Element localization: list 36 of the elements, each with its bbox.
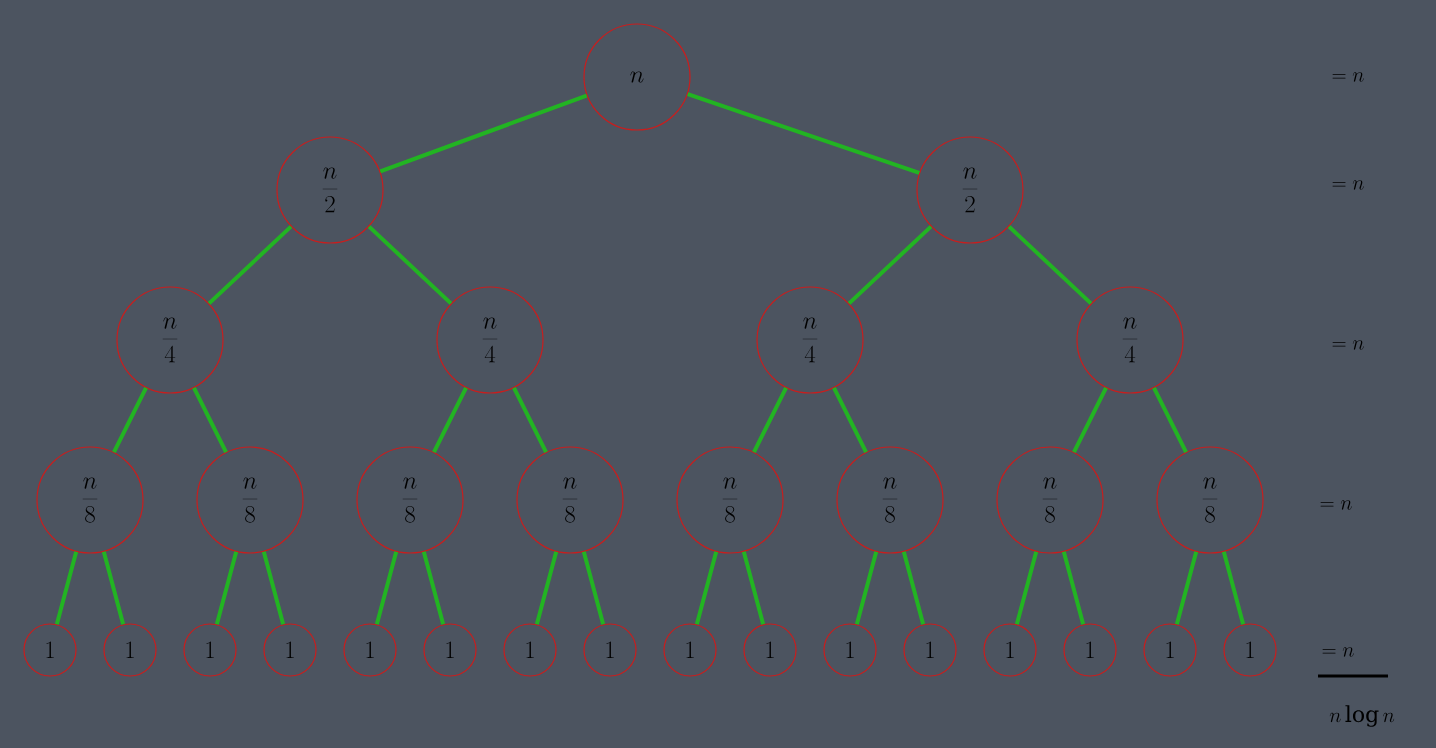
tree-edge — [854, 551, 879, 625]
tree-edge — [101, 551, 126, 625]
tree-edge — [374, 551, 399, 625]
tree-edge — [741, 551, 766, 625]
tree-edge — [847, 225, 933, 305]
tree-edge — [687, 92, 920, 175]
tree-edge — [261, 551, 286, 625]
tree-edge — [832, 387, 868, 453]
tree-edge — [752, 387, 788, 453]
tree-edge — [581, 551, 606, 625]
tree-edge — [1061, 551, 1086, 625]
tree-edge — [54, 551, 79, 625]
level-sum-label: $= n$ — [1332, 72, 1364, 82]
tree-edge — [901, 551, 926, 625]
tree-edge — [432, 387, 468, 453]
level-sum-label: $= n$ — [1320, 500, 1352, 510]
tree-edge — [379, 93, 588, 174]
tree-edge — [1014, 551, 1039, 625]
tree-edge — [694, 551, 719, 625]
tree-edge — [192, 387, 228, 453]
tree-edge — [367, 225, 453, 305]
level-sum-label: $n \log n$ — [1329, 705, 1395, 727]
tree-edge — [1007, 225, 1093, 305]
tree-edge — [1174, 551, 1199, 625]
tree-edge — [1072, 387, 1108, 453]
tree-edge — [207, 225, 293, 305]
tree-edge — [534, 551, 559, 625]
tree-edge — [214, 551, 239, 625]
tree-edge — [1221, 551, 1246, 625]
level-sum-label: $= n$ — [1322, 647, 1354, 657]
level-sum-label: $= n$ — [1332, 180, 1364, 190]
tree-edge — [512, 387, 548, 453]
level-sum-label: $= n$ — [1332, 340, 1364, 350]
tree-edge — [1152, 387, 1188, 453]
tree-edge — [421, 551, 446, 625]
tree-edge — [112, 387, 148, 453]
